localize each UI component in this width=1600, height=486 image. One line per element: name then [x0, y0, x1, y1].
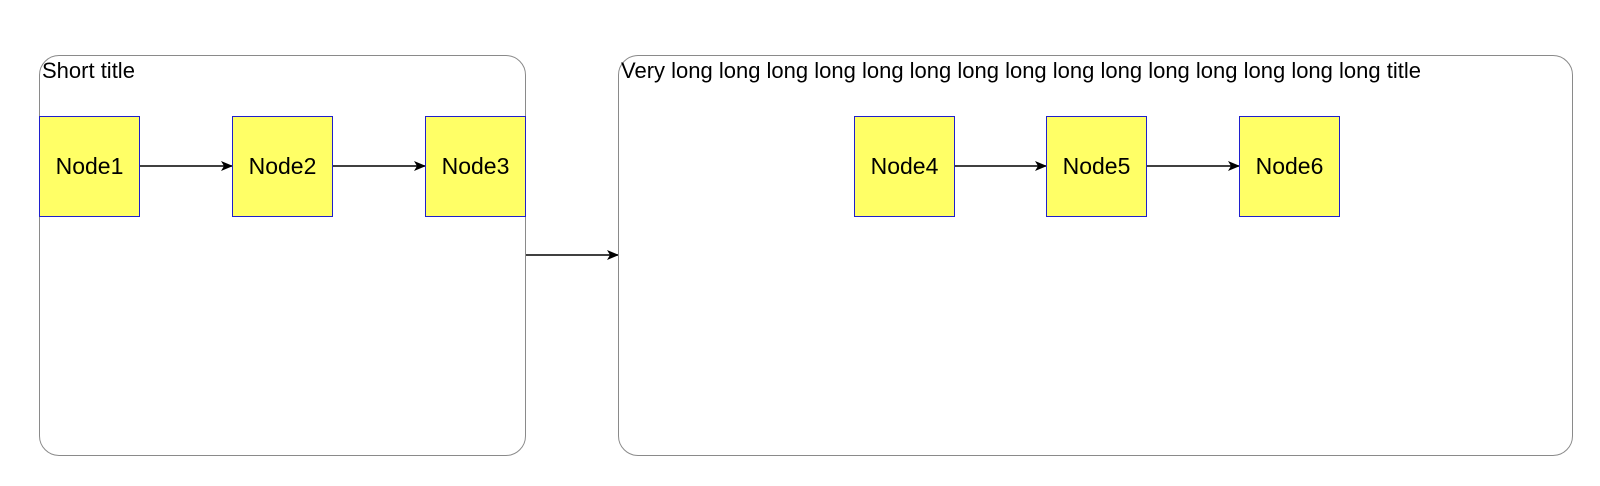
- node-5[interactable]: Node5: [1046, 116, 1147, 217]
- group-container-long[interactable]: Very long long long long long long long …: [618, 55, 1573, 456]
- group-container-short[interactable]: Short title: [39, 55, 526, 456]
- node-4-label: Node4: [870, 153, 939, 179]
- node-1-label: Node1: [55, 153, 124, 179]
- node-4[interactable]: Node4: [854, 116, 955, 217]
- node-6-label: Node6: [1255, 153, 1324, 179]
- group-title-long: Very long long long long long long long …: [621, 58, 1421, 83]
- group-title-short: Short title: [42, 58, 135, 83]
- node-3[interactable]: Node3: [425, 116, 526, 217]
- node-1[interactable]: Node1: [39, 116, 140, 217]
- node-3-label: Node3: [441, 153, 510, 179]
- node-6[interactable]: Node6: [1239, 116, 1340, 217]
- node-5-label: Node5: [1062, 153, 1131, 179]
- node-2[interactable]: Node2: [232, 116, 333, 217]
- node-2-label: Node2: [248, 153, 317, 179]
